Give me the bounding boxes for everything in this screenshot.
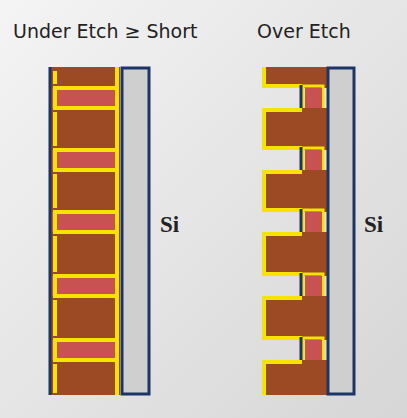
sacrificial-layer: [52, 212, 118, 232]
stack-layer: [262, 296, 327, 340]
liner: [53, 300, 57, 336]
liner: [264, 110, 302, 148]
liner: [53, 236, 57, 272]
sacrificial-layer: [305, 340, 322, 360]
liner: [53, 71, 57, 84]
sacrificial-layer: [52, 150, 118, 170]
sacrificial-layer: [305, 212, 322, 232]
stack-layer: [262, 170, 327, 212]
edge-line: [49, 67, 52, 395]
stack-layer: [262, 108, 327, 150]
liner: [55, 67, 117, 395]
si-substrate: [122, 68, 149, 394]
sacrificial-layer: [305, 150, 322, 170]
liner: [264, 362, 302, 395]
edge-line: [300, 85, 303, 111]
sacrificial-layer: [52, 88, 118, 108]
stack-layer: [50, 67, 120, 395]
liner: [264, 172, 302, 210]
edge-line: [300, 147, 303, 173]
liner: [264, 67, 302, 86]
material-label: Si: [160, 212, 179, 238]
sacrificial-layer: [52, 340, 118, 360]
liner: [303, 148, 323, 172]
sacrificial-layer: [305, 276, 322, 296]
sacrificial-layer: [52, 276, 118, 296]
liner: [53, 364, 57, 393]
panel-heading: Under Etch ≥ Short: [13, 20, 197, 42]
liner: [303, 338, 323, 362]
liner: [303, 274, 323, 298]
stack-layer: [262, 232, 327, 276]
liner: [53, 174, 57, 208]
liner: [303, 210, 323, 234]
liner: [53, 112, 57, 146]
si-substrate: [328, 68, 354, 394]
sacrificial-layer: [305, 88, 322, 108]
panel-heading: Over Etch: [257, 20, 351, 42]
material-label: Si: [364, 212, 383, 238]
stack-layer: [262, 360, 327, 395]
edge-line: [300, 273, 303, 299]
liner: [264, 298, 302, 338]
edge-line: [300, 209, 303, 235]
edge-line: [300, 337, 303, 363]
liner: [264, 234, 302, 274]
liner: [303, 86, 323, 110]
